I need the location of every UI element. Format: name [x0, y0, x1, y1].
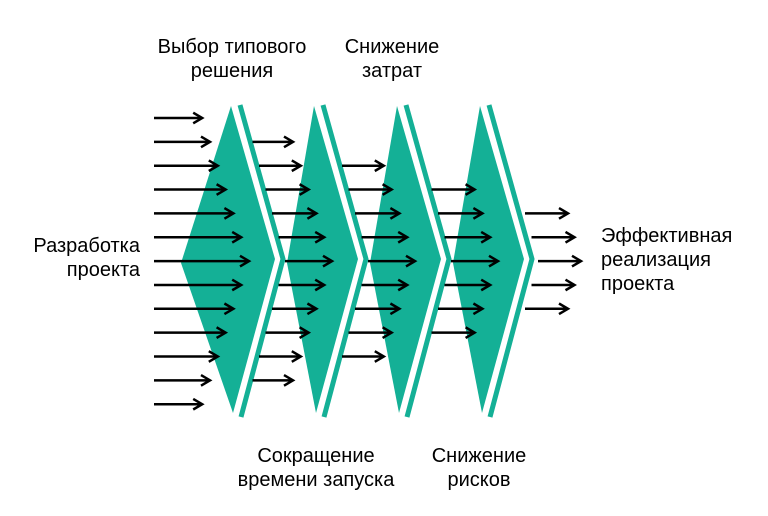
- flow-arrow-head: [291, 159, 304, 173]
- flow-arrow-head: [298, 326, 312, 340]
- label-line: решения: [190, 60, 274, 82]
- flow-arrow-head: [192, 397, 205, 411]
- label-line: рисков: [447, 469, 511, 491]
- filter-diamond-sliver-4: [486, 104, 535, 418]
- flow-arrow-head: [488, 254, 501, 268]
- label-line: затрат: [362, 60, 422, 82]
- flow-arrow-head: [558, 207, 571, 220]
- label-line: проекта: [66, 259, 140, 281]
- flow-arrow-head: [223, 302, 236, 316]
- label-stage-top-1: Выбор типового решения: [82, 35, 382, 83]
- filter-diamond-sliver-1: [237, 104, 286, 418]
- flow-arrow-head: [192, 111, 205, 125]
- flow-arrow-head: [381, 183, 395, 196]
- flow-arrow-head: [558, 302, 571, 316]
- flow-arrow-head: [472, 207, 485, 220]
- flow-arrow-head: [564, 230, 577, 244]
- flow-arrow-head: [208, 350, 221, 363]
- flow-arrow-head: [322, 254, 335, 268]
- flow-arrow-head: [200, 373, 213, 387]
- label-line: Эффективная: [601, 225, 733, 247]
- flow-arrow-head: [291, 350, 304, 363]
- flow-arrow-head: [464, 183, 478, 196]
- flow-arrow-head: [389, 207, 402, 220]
- flow-arrow-head: [564, 278, 577, 292]
- flow-arrow-head: [283, 135, 296, 149]
- flow-arrow-head: [480, 278, 493, 292]
- label-line: Разработка: [33, 235, 140, 257]
- label-input: Разработка проекта: [0, 234, 140, 282]
- flow-arrow-head: [215, 326, 229, 340]
- flow-arrow-head: [283, 373, 296, 387]
- label-stage-bottom-2: Снижение рисков: [329, 444, 629, 492]
- label-stage-bottom-1: Сокращение времени запуска: [156, 444, 476, 492]
- flow-arrow-head: [200, 135, 213, 149]
- flow-arrow-head: [374, 159, 387, 173]
- label-stage-top-2: Снижение затрат: [242, 35, 542, 83]
- flow-arrow-head: [374, 350, 387, 363]
- filter-diamond-sliver-3: [403, 104, 452, 418]
- flow-arrow-head: [381, 326, 395, 340]
- flow-arrow-head: [480, 230, 493, 244]
- label-line: Выбор типового: [157, 36, 307, 58]
- flow-arrow-head: [298, 183, 312, 196]
- filter-diamond-sliver-2: [320, 104, 369, 418]
- flow-arrow-head: [306, 302, 319, 316]
- flow-arrow-head: [223, 207, 236, 220]
- flow-arrow-head: [571, 254, 584, 268]
- label-line: проекта: [601, 273, 675, 295]
- filter-diamond-2: [287, 106, 358, 413]
- flow-arrow-head: [397, 230, 410, 244]
- label-output: Эффективная реализация проекта: [601, 224, 768, 296]
- label-line: Сокращение: [257, 445, 375, 467]
- flow-arrow-head: [208, 159, 221, 173]
- label-line: времени запуска: [237, 469, 395, 491]
- flow-arrow-head: [306, 207, 319, 220]
- flow-arrow-head: [239, 254, 252, 268]
- filter-diamond-3: [370, 106, 441, 413]
- filter-diamond-4: [453, 106, 524, 413]
- flow-arrow-head: [231, 230, 244, 244]
- filter-diamond-1: [181, 106, 275, 413]
- label-line: Снижение: [431, 445, 527, 467]
- flow-arrow-head: [389, 302, 402, 316]
- flow-arrow-head: [472, 302, 485, 316]
- flow-arrow-head: [314, 230, 327, 244]
- flow-arrow-head: [464, 326, 478, 340]
- label-line: реализация: [601, 249, 711, 271]
- flow-arrow-head: [215, 183, 229, 196]
- flow-arrow-head: [405, 254, 418, 268]
- flow-arrow-head: [397, 278, 410, 292]
- label-line: Снижение: [344, 36, 440, 58]
- flow-arrow-head: [231, 278, 244, 292]
- flow-arrow-head: [314, 278, 327, 292]
